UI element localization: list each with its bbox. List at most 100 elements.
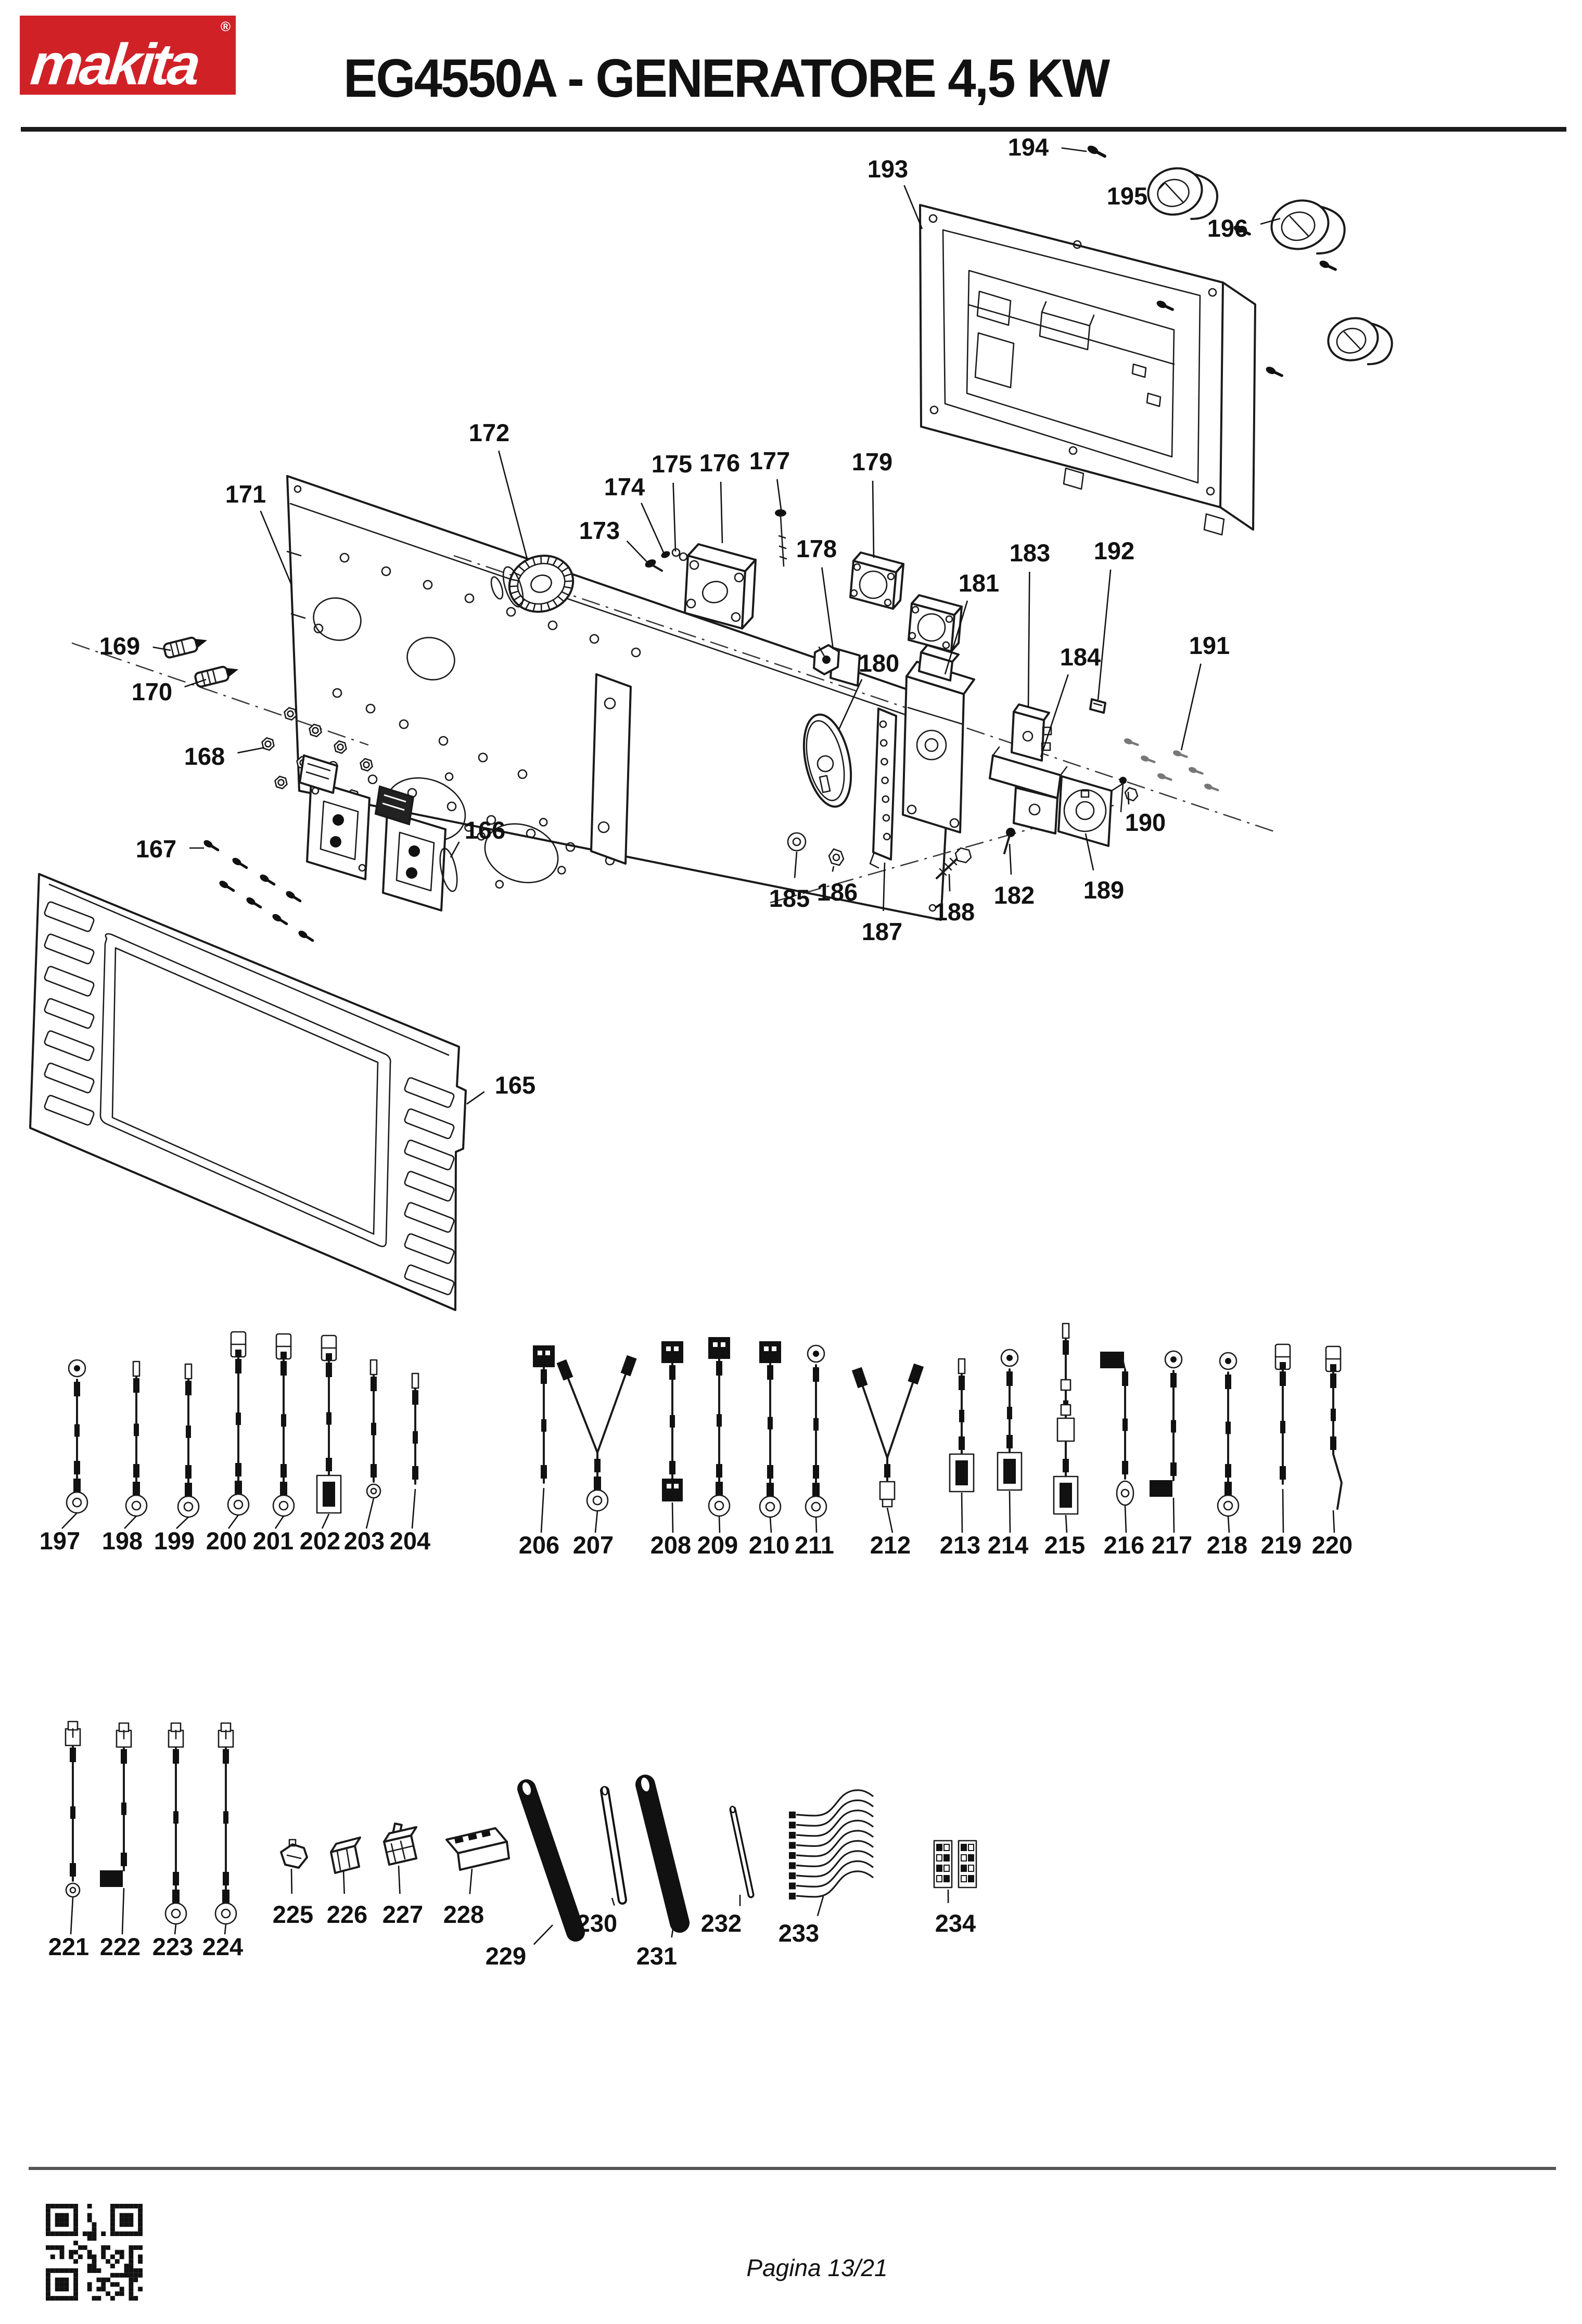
grommets-and-screws-194-196 [1087,145,1393,377]
tube-231 [635,1775,690,1933]
part-label-215: 215 [1044,1531,1085,1559]
part-label-176: 176 [699,449,740,477]
bracket-184 [989,746,1068,834]
part-label-214: 214 [988,1531,1028,1559]
part-label-230: 230 [577,1909,617,1937]
screw-field-167 [203,840,314,942]
part-label-185: 185 [769,884,810,912]
part-label-171: 171 [225,480,266,508]
tube-229 [517,1779,585,1942]
block-183 [1011,703,1052,762]
control-panel-171 [286,475,953,921]
part-label-232: 232 [701,1909,742,1937]
part-label-194: 194 [1008,133,1049,161]
part-label-210: 210 [749,1531,789,1559]
part-label-219: 219 [1261,1531,1302,1559]
part-label-177: 177 [749,447,790,474]
part-label-225: 225 [273,1901,313,1928]
part-label-166: 166 [465,816,505,844]
part-label-190: 190 [1125,808,1166,836]
part-label-196: 196 [1207,214,1248,242]
part-label-165: 165 [495,1071,535,1099]
page-title: EG4550A - GENERATORE 4,5 KW [343,48,1110,109]
page-number: Pagina 13/21 [746,2254,888,2281]
part-label-234: 234 [935,1909,976,1937]
terminal-169 [163,636,208,659]
clip-192 [1089,698,1106,714]
part-label-184: 184 [1060,643,1101,671]
part-label-192: 192 [1094,537,1134,564]
part-label-174: 174 [604,473,645,500]
part-label-179: 179 [852,448,892,476]
nut-186 [828,848,845,866]
wire-harness-233 [789,1789,874,1899]
part-label-170: 170 [132,678,172,705]
part-label-191: 191 [1189,632,1230,659]
tube-230 [600,1786,627,1905]
outlet-189 [1057,775,1124,847]
screw-182 [1003,828,1015,854]
qr-code [46,2204,143,2301]
fasteners-191 [1124,738,1219,791]
part-label-200: 200 [206,1527,247,1555]
part-label-175: 175 [652,450,692,478]
part-label-209: 209 [697,1531,738,1559]
terminal-blocks-234 [933,1840,977,1889]
part-label-181: 181 [959,569,999,597]
nut-190 [1119,777,1139,802]
part-label-173: 173 [579,517,620,544]
registered-trademark-icon: ® [220,19,231,34]
part-label-223: 223 [152,1933,193,1960]
part-label-180: 180 [859,649,899,677]
screw-177 [775,509,787,567]
part-label-204: 204 [390,1527,430,1555]
part-label-207: 207 [573,1531,614,1559]
part-label-182: 182 [994,881,1035,909]
block-176 [684,543,757,630]
part-label-169: 169 [99,632,140,660]
part-label-216: 216 [1104,1531,1144,1559]
part-label-178: 178 [796,535,837,562]
makita-logo-background [20,16,236,95]
part-label-208: 208 [650,1531,691,1559]
receptacle-166b [374,785,458,911]
part-label-222: 222 [100,1933,141,1960]
part-label-228: 228 [443,1901,484,1928]
part-label-226: 226 [327,1901,367,1928]
knob-172 [490,555,575,613]
part-label-172: 172 [469,419,509,446]
disc-180 [802,713,852,808]
part-label-202: 202 [300,1527,340,1555]
part-label-206: 206 [519,1531,559,1559]
switch-178 [813,644,861,687]
part-label-221: 221 [48,1933,89,1960]
part-label-213: 213 [940,1531,980,1559]
receptacle-166a [299,754,371,880]
part-label-212: 212 [870,1531,911,1559]
part-label-189: 189 [1083,876,1124,904]
switch-179 [849,551,904,610]
makita-logo: makita ® [20,16,236,97]
part-label-224: 224 [202,1933,243,1960]
part-label-231: 231 [636,1942,677,1970]
front-bezel-165 [29,873,467,1311]
part-label-188: 188 [934,898,975,926]
connector-228 [445,1827,510,1871]
screws-173-175 [645,548,688,572]
washer-185 [787,832,807,852]
part-label-220: 220 [1312,1531,1353,1559]
part-label-167: 167 [136,835,176,863]
part-label-195: 195 [1107,182,1147,210]
part-label-193: 193 [867,155,908,183]
breaker-181 [902,644,975,833]
part-label-203: 203 [344,1527,385,1555]
part-label-201: 201 [253,1527,294,1555]
part-label-199: 199 [154,1527,195,1555]
bolt-188 [936,847,972,879]
part-label-186: 186 [817,878,858,906]
part-label-229: 229 [486,1942,526,1970]
switch-179b [908,594,963,652]
